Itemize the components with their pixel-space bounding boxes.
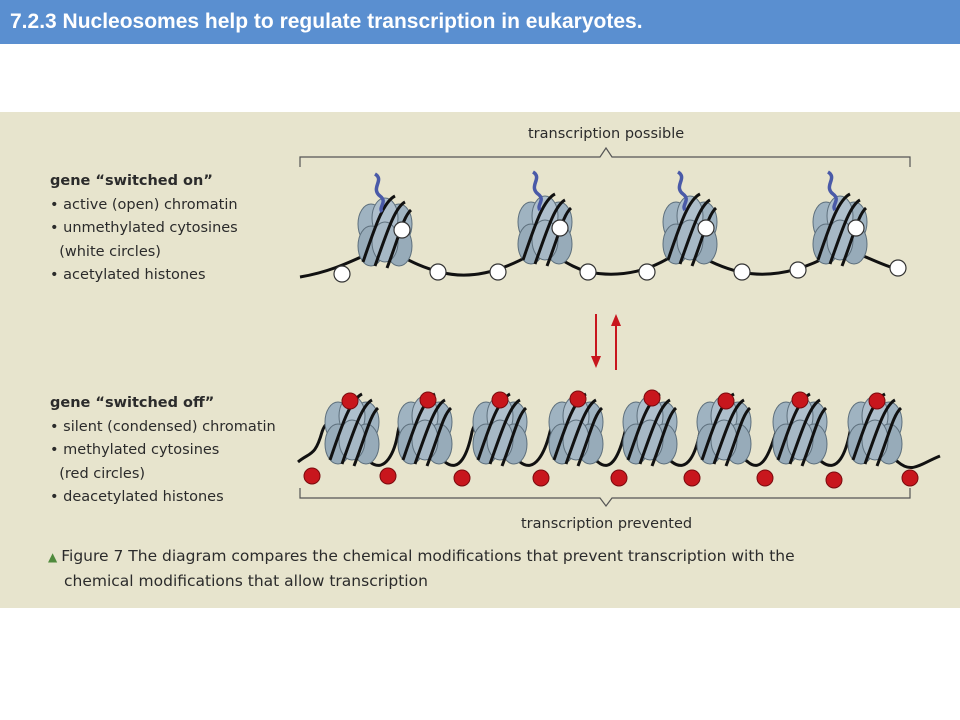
equilibrium-arrows <box>591 314 621 370</box>
transcription-possible-label: transcription possible <box>528 126 685 142</box>
legend-bullet: (white circles) <box>50 243 161 260</box>
acetyl-tail <box>676 170 688 212</box>
bracket-top <box>299 146 911 167</box>
methylated-cytosine <box>868 392 886 410</box>
unmethylated-cytosine <box>551 219 569 237</box>
legend-heading: gene “switched off” <box>50 395 215 411</box>
nucleosome-diagram <box>297 146 941 507</box>
acetyl-tail <box>373 172 385 214</box>
acetyl-tail <box>531 170 543 212</box>
unmethylated-cytosine <box>847 219 865 237</box>
legend-switched-off: gene “switched off” • silent (condensed)… <box>50 392 276 510</box>
methylated-cytosine <box>453 469 471 487</box>
title-bar: 7.2.3 Nucleosomes help to regulate trans… <box>0 0 960 44</box>
unmethylated-cytosine <box>489 263 507 281</box>
methylated-cytosine <box>901 469 919 487</box>
unmethylated-cytosine <box>889 259 907 277</box>
methylated-cytosine <box>419 391 437 409</box>
unmethylated-cytosine <box>429 263 447 281</box>
methylated-cytosine <box>610 469 628 487</box>
methylated-cytosine <box>303 467 321 485</box>
unmethylated-cytosine <box>333 265 351 283</box>
unmethylated-cytosine <box>393 221 411 239</box>
figure-caption: ▲Figure 7 The diagram compares the chemi… <box>48 544 848 593</box>
methylated-cytosine <box>569 390 587 408</box>
figure-panel: transcription possible transcription pre… <box>0 112 960 608</box>
methylated-cytosine <box>717 392 735 410</box>
methylated-cytosine <box>643 389 661 407</box>
legend-bullet: • methylated cytosines <box>50 442 220 458</box>
slide-title: 7.2.3 Nucleosomes help to regulate trans… <box>10 10 643 33</box>
methylated-cytosine <box>756 469 774 487</box>
unmethylated-cytosine <box>733 263 751 281</box>
caption-line-1: Figure 7 The diagram compares the chemic… <box>61 547 795 565</box>
methylated-cytosine <box>791 391 809 409</box>
legend-bullet: (red circles) <box>50 465 146 482</box>
unmethylated-cytosine <box>697 219 715 237</box>
methylated-cytosine <box>341 392 359 410</box>
unmethylated-cytosine <box>789 261 807 279</box>
triangle-marker-icon: ▲ <box>48 550 58 564</box>
legend-bullet: • silent (condensed) chromatin <box>50 418 276 435</box>
methylated-cytosine <box>379 467 397 485</box>
legend-bullet: • deacetylated histones <box>50 489 224 505</box>
acetyl-tail <box>826 170 838 212</box>
legend-bullet: • active (open) chromatin <box>50 196 238 213</box>
legend-switched-on: gene “switched on” • active (open) chrom… <box>50 170 238 288</box>
unmethylated-cytosine <box>579 263 597 281</box>
methylated-cytosine <box>825 471 843 489</box>
caption-line-2: chemical modifications that allow transc… <box>64 572 428 590</box>
methylated-cytosine <box>491 391 509 409</box>
transcription-prevented-label: transcription prevented <box>521 516 693 532</box>
legend-bullet: • acetylated histones <box>50 267 206 283</box>
unmethylated-cytosine <box>638 263 656 281</box>
methylated-cytosine <box>532 469 550 487</box>
methylated-cytosine <box>683 469 701 487</box>
legend-heading: gene “switched on” <box>50 173 213 189</box>
dna-strand-bottom <box>297 422 941 469</box>
legend-bullet: • unmethylated cytosines <box>50 220 238 236</box>
bracket-bottom <box>299 488 911 507</box>
